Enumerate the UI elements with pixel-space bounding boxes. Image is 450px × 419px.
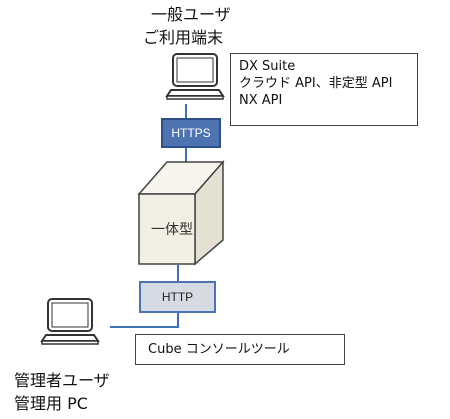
services-box: DX Suite クラウド API、非定型 API NX API bbox=[230, 53, 418, 126]
server-cube-icon bbox=[137, 160, 225, 266]
connector-user-to-https bbox=[185, 104, 187, 118]
console-tool-label: Cube コンソールツール bbox=[148, 342, 290, 357]
console-tool-box: Cube コンソールツール bbox=[135, 334, 345, 365]
connector-http-to-branch bbox=[177, 313, 179, 327]
admin-title: 管理者ユーザ bbox=[14, 371, 110, 390]
http-protocol-box: HTTP bbox=[139, 281, 216, 313]
connector-https-to-cube bbox=[185, 148, 187, 162]
admin-subtitle: 管理用 PC bbox=[14, 394, 88, 413]
connector-admin-branch bbox=[110, 326, 179, 328]
https-label: HTTPS bbox=[171, 126, 211, 140]
user-laptop-icon bbox=[165, 53, 225, 100]
connector-cube-to-http bbox=[177, 265, 179, 281]
admin-laptop-icon bbox=[40, 298, 100, 345]
service-dx-suite: DX Suite bbox=[239, 59, 296, 74]
appliance-label: 一体型 bbox=[151, 222, 193, 238]
service-nx-api: NX API bbox=[239, 93, 283, 108]
user-subtitle: ご利用端末 bbox=[143, 28, 224, 47]
http-label: HTTP bbox=[161, 290, 194, 304]
https-protocol-box: HTTPS bbox=[161, 118, 221, 148]
service-cloud-api: クラウド API、非定型 API bbox=[239, 76, 393, 91]
user-title: 一般ユーザ bbox=[151, 5, 231, 24]
